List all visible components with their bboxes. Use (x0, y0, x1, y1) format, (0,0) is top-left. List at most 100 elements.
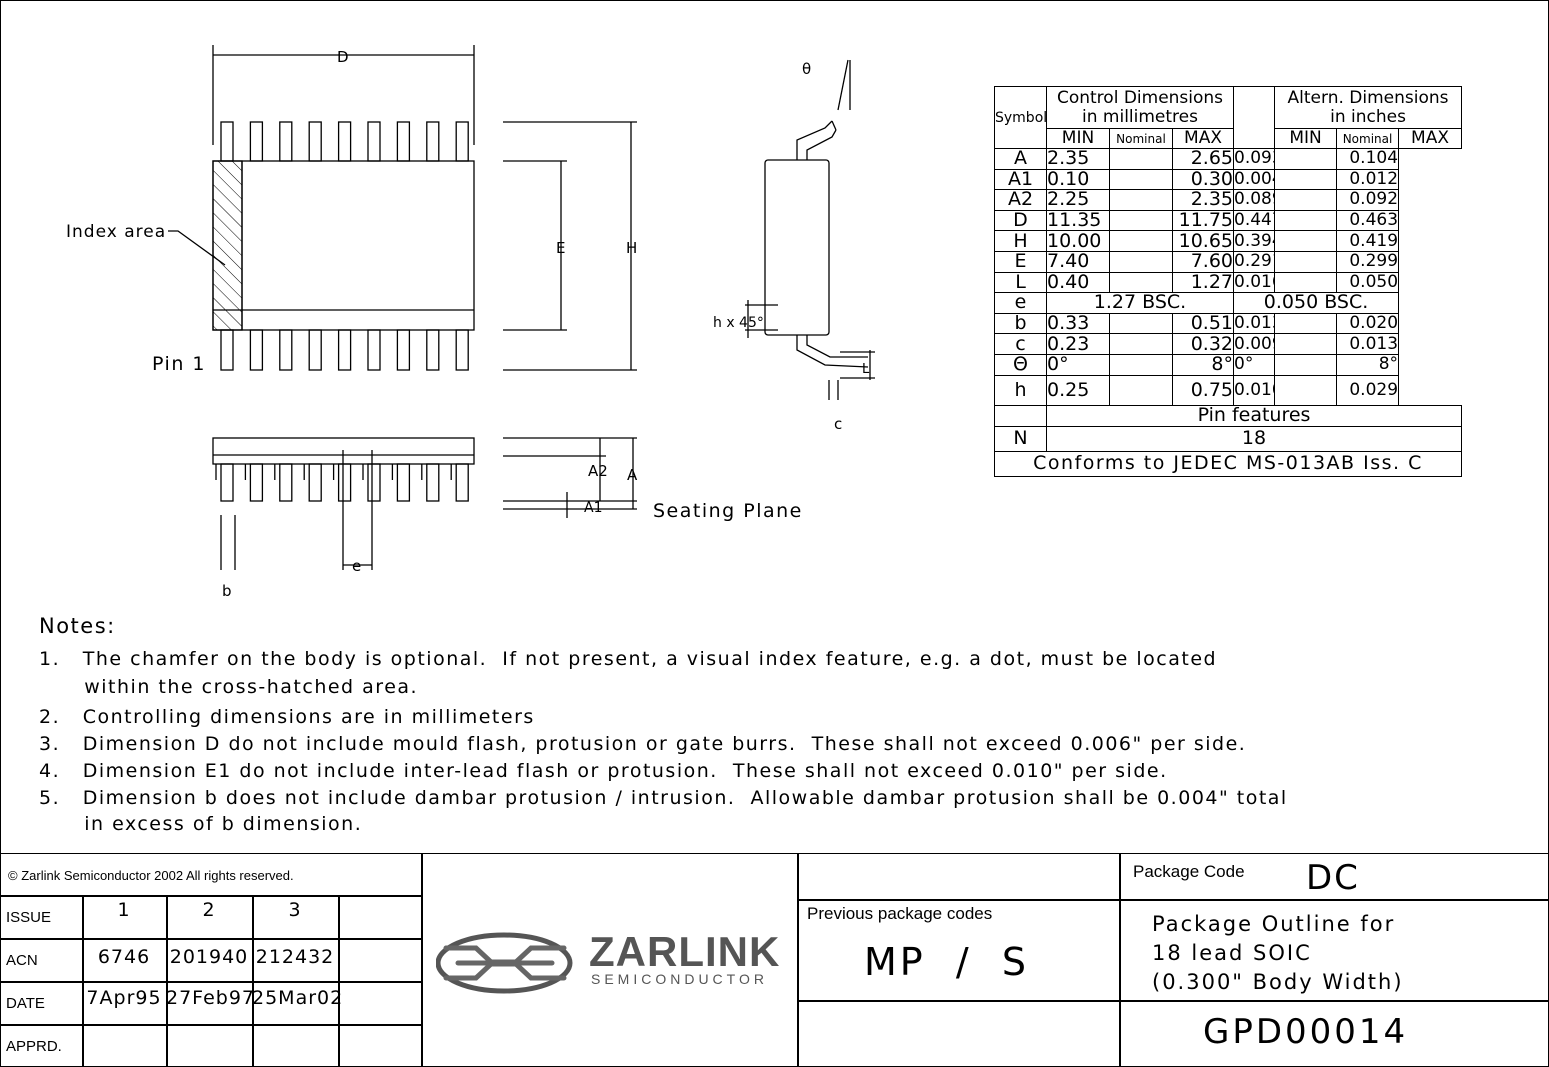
package-code-value: DC (1306, 858, 1360, 898)
front-view (212, 437, 637, 570)
spacer-column (1233, 86, 1276, 149)
mm-min: 0.25 (1046, 374, 1110, 406)
table-row-symbol: Θ (994, 353, 1047, 376)
revision-cell: 2 (202, 899, 216, 921)
revision-cell: 25Mar02 (252, 987, 344, 1009)
lead-top (455, 121, 469, 162)
mm-nominal (1109, 333, 1173, 355)
in-nominal (1274, 250, 1338, 273)
zarlink-logo: ZARLINK SEMICONDUCTOR (436, 928, 786, 998)
mm-nominal-header: Nominal (1109, 128, 1173, 149)
mm-nominal (1109, 209, 1173, 232)
jedec-conformance: Conforms to JEDEC MS-013AB Iss. C (993, 450, 1463, 477)
table-row: h0.250.750.0100.029 (994, 374, 1462, 406)
lead-front (426, 463, 440, 502)
lead-top (337, 121, 352, 162)
seating-plane-label: Seating Plane (653, 500, 803, 522)
lead-top (367, 121, 381, 162)
pin-features-header: Pin features (1045, 404, 1463, 427)
table-row-symbol: b (994, 312, 1047, 335)
mm-max: 0.32 (1171, 333, 1235, 355)
lead-bottom (367, 329, 381, 371)
in-max: 0.013 (1336, 333, 1400, 355)
in-nominal (1274, 230, 1338, 252)
copyright-notice: © Zarlink Semiconductor 2002 All rights … (8, 868, 294, 883)
in-max: 0.104 (1336, 148, 1400, 170)
lead-bottom (249, 329, 264, 371)
table-row: c0.230.320.0090.013 (994, 333, 1462, 355)
table-row-symbol: A1 (994, 168, 1047, 191)
table-row-symbol: E (994, 250, 1047, 273)
lead-bottom (396, 329, 411, 371)
mm-min: 0.40 (1046, 271, 1110, 294)
in-max: 0.029 (1336, 374, 1400, 406)
previous-codes-value: MP / S (864, 940, 1029, 984)
dim-label-d: D (337, 48, 349, 66)
mm-min: 11.35 (1046, 209, 1110, 232)
notes-title: Notes: (39, 614, 116, 638)
table-row: A2.352.650.0930.104 (994, 148, 1462, 170)
in-max: 0.463 (1336, 209, 1400, 232)
note-line: 5. Dimension b does not include dambar p… (39, 787, 1288, 809)
dim-label-b: b (222, 582, 232, 600)
table-row-symbol: e (994, 292, 1047, 314)
in-nominal (1274, 271, 1338, 294)
mm-max: 0.30 (1171, 168, 1235, 191)
table-row-symbol: H (994, 230, 1047, 252)
lead-bottom (308, 329, 322, 371)
note-line: 2. Controlling dimensions are in millime… (39, 706, 535, 728)
top-view (168, 45, 637, 371)
previous-codes-label: Previous package codes (807, 904, 993, 923)
lead-front (249, 463, 264, 502)
e-in-value: 0.050 BSC. (1233, 292, 1400, 314)
dim-label-l: L (862, 362, 870, 377)
mm-nominal (1109, 230, 1173, 252)
dim-label-h: H (626, 239, 637, 257)
in-min: 0.004 (1233, 168, 1276, 191)
table-row: A10.100.300.0040.012 (994, 168, 1462, 191)
in-min: 0.016 (1233, 271, 1276, 294)
table-row: b0.330.510.0130.020 (994, 312, 1462, 335)
dim-label-a1: A1 (584, 500, 602, 516)
pin1-label: Pin 1 (152, 353, 206, 375)
mm-max: 7.60 (1171, 250, 1235, 273)
lead-front (396, 463, 411, 502)
mm-min: 7.40 (1046, 250, 1110, 273)
lead-top (249, 121, 264, 162)
dim-label-e: E (556, 239, 565, 257)
lead-bottom (455, 329, 469, 371)
mm-max: 2.65 (1171, 148, 1235, 170)
table-row-symbol: L (994, 271, 1047, 294)
dim-label-theta: θ (802, 60, 811, 78)
mm-max: 10.65 (1171, 230, 1235, 252)
mm-nominal (1109, 271, 1173, 294)
revision-row-label: APPRD. (6, 1038, 62, 1055)
side-view (745, 59, 875, 400)
lead-top (396, 121, 411, 162)
lead-top (308, 121, 322, 162)
mm-max: 8° (1171, 353, 1235, 376)
lead-bottom (337, 329, 352, 371)
in-min: 0.093 (1233, 148, 1276, 170)
in-min: 0.447 (1233, 209, 1276, 232)
mm-max: 0.75 (1171, 374, 1235, 406)
in-nominal (1274, 148, 1338, 170)
revision-cell: 27Feb97 (166, 987, 255, 1009)
index-area-label: Index area (66, 222, 166, 242)
mm-nominal (1109, 353, 1173, 376)
table-row-symbol: A2 (994, 189, 1047, 211)
table-row: A22.252.350.0890.092 (994, 189, 1462, 211)
table-row-symbol: h (994, 374, 1047, 406)
in-max: 0.419 (1336, 230, 1400, 252)
in-max: 0.020 (1336, 312, 1400, 335)
in-min: 0.394 (1233, 230, 1276, 252)
mm-min: 2.35 (1046, 148, 1110, 170)
in-nominal (1274, 189, 1338, 211)
lead-front (220, 463, 234, 502)
in-nominal (1274, 374, 1338, 406)
